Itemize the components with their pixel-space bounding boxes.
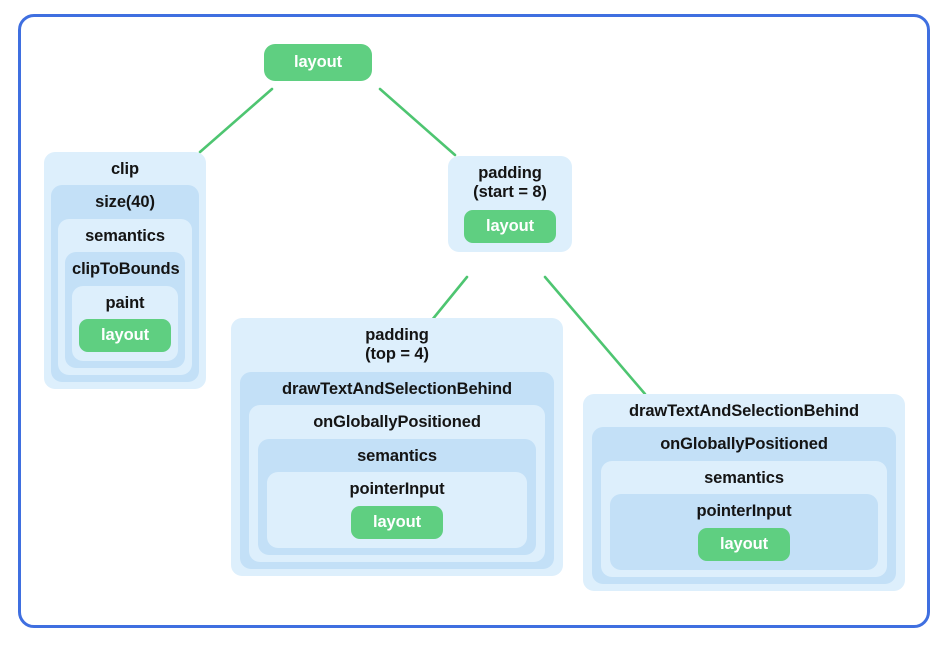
node-size40[interactable]: size(40) semantics clipToBounds paint la… xyxy=(51,185,199,383)
leaf-layout-label: layout xyxy=(698,527,790,562)
node-semantics[interactable]: semantics clipToBounds paint layout xyxy=(58,218,192,376)
node-padding-start-label: padding (start = 8) xyxy=(457,163,563,210)
node-ongloballypositioned[interactable]: onGloballyPositioned semantics pointerIn… xyxy=(249,405,545,562)
leaf-holder: layout xyxy=(276,505,518,541)
node-cliptobounds-label: clipToBounds xyxy=(72,260,180,279)
node-semantics[interactable]: semantics pointerInput layout xyxy=(601,460,887,578)
node-semantics-label: semantics xyxy=(357,446,437,465)
node-ongloballypositioned-label: onGloballyPositioned xyxy=(660,435,828,454)
node-padding-start[interactable]: padding (start = 8) layout xyxy=(448,156,572,253)
leaf-layout-label: layout xyxy=(351,505,443,539)
node-ongloballypositioned-label: onGloballyPositioned xyxy=(313,413,481,432)
node-paint[interactable]: paint layout xyxy=(72,285,178,362)
node-pointerinput[interactable]: pointerInput layout xyxy=(610,494,878,571)
node-size40-label: size(40) xyxy=(95,193,155,212)
node-ongloballypositioned[interactable]: onGloballyPositioned semantics pointerIn… xyxy=(592,427,896,585)
node-clip-label: clip xyxy=(110,160,140,178)
node-padding-top-stack[interactable]: padding (top = 4) drawTextAndSelectionBe… xyxy=(231,318,563,576)
node-clip[interactable]: clip size(40) semantics clipToBounds pai… xyxy=(44,152,206,390)
leaf-holder: layout xyxy=(619,527,869,563)
node-paint-label: paint xyxy=(105,293,145,312)
node-padding-start-line2: (start = 8) xyxy=(473,183,547,202)
leaf-layout-label: layout xyxy=(464,209,556,244)
node-semantics-label: semantics xyxy=(85,226,165,245)
node-semantics[interactable]: semantics pointerInput layout xyxy=(258,438,536,555)
leaf-layout-label: layout xyxy=(264,44,372,82)
leaf-holder: layout xyxy=(79,319,171,354)
leaf-holder: layout xyxy=(457,209,563,245)
node-drawtextandselectionbehind[interactable]: drawTextAndSelectionBehind onGloballyPos… xyxy=(240,371,554,569)
node-padding-top-line2: (top = 4) xyxy=(365,345,429,364)
node-padding-top-line1: padding xyxy=(365,326,429,344)
leaf-layout-label: layout xyxy=(79,319,171,353)
node-semantics-label: semantics xyxy=(704,468,784,487)
node-right-stack[interactable]: drawTextAndSelectionBehind onGloballyPos… xyxy=(583,394,905,592)
node-padding-top-label: padding (top = 4) xyxy=(240,325,554,372)
node-padding-top[interactable]: padding (top = 4) drawTextAndSelectionBe… xyxy=(231,318,563,576)
node-pointerinput-label: pointerInput xyxy=(696,502,792,521)
node-padding-start-box[interactable]: padding (start = 8) layout xyxy=(448,156,572,253)
node-cliptobounds[interactable]: clipToBounds paint layout xyxy=(65,252,185,369)
node-padding-start-line1: padding xyxy=(478,164,542,182)
node-clip-stack[interactable]: clip size(40) semantics clipToBounds pai… xyxy=(44,152,206,390)
node-pointerinput-label: pointerInput xyxy=(349,480,445,499)
node-drawtextandselectionbehind-label: drawTextAndSelectionBehind xyxy=(629,402,859,420)
node-pointerinput[interactable]: pointerInput layout xyxy=(267,472,527,548)
node-drawtextandselectionbehind-label: drawTextAndSelectionBehind xyxy=(282,379,512,398)
node-drawtextandselectionbehind[interactable]: drawTextAndSelectionBehind onGloballyPos… xyxy=(583,394,905,592)
node-root-layout[interactable]: layout xyxy=(264,44,372,82)
